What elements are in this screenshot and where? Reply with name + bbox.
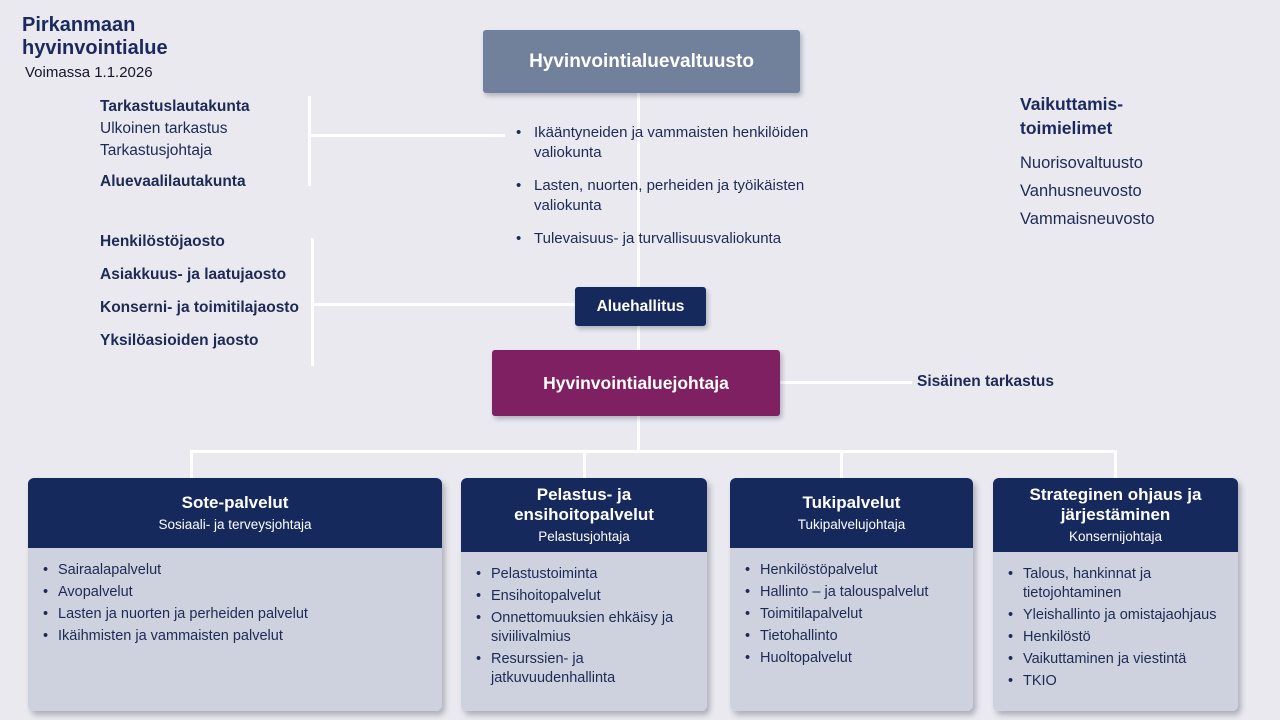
card-item: Talous, hankinnat ja tietojohtaminen (1005, 565, 1230, 603)
node-director-label: Hyvinvointialuejohtaja (543, 372, 729, 393)
influence-item: Vammaisneuvosto (1020, 210, 1155, 228)
validity-date: Voimassa 1.1.2026 (25, 64, 153, 81)
influence-list: Nuorisovaltuusto Vanhusneuvosto Vammaisn… (1020, 149, 1155, 233)
node-council-label: Hyvinvointialuevaltuusto (529, 50, 754, 72)
card-header: Pelastus- ja ensihoitopalvelut Pelastusj… (461, 478, 707, 552)
subcommittee-item: Henkilöstöjaosto (100, 233, 225, 250)
subcommittee-item: Asiakkuus- ja laatujaosto (100, 266, 287, 283)
influence-item: Nuorisovaltuusto (1020, 154, 1143, 172)
connector-director-down (637, 416, 640, 452)
card-item: Avopalvelut (40, 583, 434, 602)
connector-audit-horizontal (308, 134, 505, 137)
card-title: Sote-palvelut (181, 493, 289, 512)
card-item: Ensihoitopalvelut (473, 587, 699, 606)
audit-item: Aluevaalilautakunta (100, 173, 246, 190)
subcommittee-group: Henkilöstöjaosto Asiakkuus- ja laatujaos… (100, 231, 315, 363)
card-strateginen-ohjaus: Strateginen ohjaus ja järjestäminen Kons… (993, 478, 1238, 711)
card-item: Henkilöstö (1005, 628, 1230, 647)
committee-item: Lasten, nuorten, perheiden ja työikäiste… (512, 176, 872, 216)
audit-item: Tarkastusjohtaja (100, 142, 213, 159)
card-item: Onnettomuuksien ehkäisy ja siviilivalmiu… (473, 609, 699, 647)
audit-item: Tarkastuslautakunta (100, 98, 250, 115)
card-title: Pelastus- ja ensihoitopalvelut (514, 485, 654, 524)
card-tukipalvelut: Tukipalvelut Tukipalvelujohtaja Henkilös… (730, 478, 973, 711)
influence-item: Vanhusneuvosto (1020, 182, 1142, 200)
card-item: Henkilöstöpalvelut (742, 561, 965, 580)
card-item: Vaikuttaminen ja viestintä (1005, 650, 1230, 669)
connector-board-director (637, 326, 640, 350)
connector-drop-card-4 (1114, 450, 1117, 478)
influence-title: Vaikuttamis- toimielimet (1020, 92, 1155, 140)
connector-internal-audit (780, 381, 912, 384)
card-pelastus-ensihoito: Pelastus- ja ensihoitopalvelut Pelastusj… (461, 478, 707, 711)
card-item-list: Sairaalapalvelut Avopalvelut Lasten ja n… (40, 561, 434, 646)
audit-group: Tarkastuslautakunta Ulkoinen tarkastus T… (100, 96, 250, 193)
committee-item: Ikääntyneiden ja vammaisten henkilöiden … (512, 123, 872, 163)
influence-title-line1: Vaikuttamis- (1020, 94, 1124, 114)
audit-item: Ulkoinen tarkastus (100, 120, 228, 137)
node-council: Hyvinvointialuevaltuusto (483, 30, 800, 93)
card-item: Tietohallinto (742, 627, 965, 646)
card-item: Toimitilapalvelut (742, 605, 965, 624)
card-subtitle: Pelastusjohtaja (538, 529, 630, 544)
committee-item: Tulevaisuus- ja turvallisuusvaliokunta (512, 229, 872, 249)
connector-distribution (190, 450, 1117, 453)
connector-audit-vertical (308, 96, 311, 186)
card-item: Sairaalapalvelut (40, 561, 434, 580)
card-item: Huoltopalvelut (742, 649, 965, 668)
influence-bodies: Vaikuttamis- toimielimet Nuorisovaltuust… (1020, 92, 1155, 233)
card-item: Lasten ja nuorten ja perheiden palvelut (40, 605, 434, 624)
card-body: Talous, hankinnat ja tietojohtaminen Yle… (993, 552, 1238, 711)
card-item-list: Henkilöstöpalvelut Hallinto – ja talousp… (742, 561, 965, 668)
internal-audit-label: Sisäinen tarkastus (917, 373, 1054, 390)
card-item: Hallinto – ja talouspalvelut (742, 583, 965, 602)
connector-sub-horizontal (311, 303, 575, 306)
connector-drop-card-2 (583, 450, 586, 478)
committee-list: Ikääntyneiden ja vammaisten henkilöiden … (512, 123, 872, 262)
brand-line1: Pirkanmaan (22, 14, 136, 36)
card-title: Strateginen ohjaus ja järjestäminen (1029, 485, 1202, 524)
card-item: TKIO (1005, 672, 1230, 691)
card-body: Pelastustoiminta Ensihoitopalvelut Onnet… (461, 552, 707, 711)
influence-title-line2: toimielimet (1020, 118, 1113, 138)
card-header: Tukipalvelut Tukipalvelujohtaja (730, 478, 973, 548)
card-item-list: Talous, hankinnat ja tietojohtaminen Yle… (1005, 565, 1230, 691)
connector-drop-card-3 (840, 450, 843, 478)
card-sote-palvelut: Sote-palvelut Sosiaali- ja terveysjohtaj… (28, 478, 442, 711)
card-item: Resurssien- ja jatkuvuudenhallinta (473, 650, 699, 688)
card-body: Sairaalapalvelut Avopalvelut Lasten ja n… (28, 548, 442, 711)
subcommittee-item: Konserni- ja toimitilajaosto (100, 299, 299, 316)
card-body: Henkilöstöpalvelut Hallinto – ja talousp… (730, 548, 973, 711)
brand-logo: Pirkanmaan hyvinvointialue (22, 14, 168, 60)
card-item-list: Pelastustoiminta Ensihoitopalvelut Onnet… (473, 565, 699, 688)
brand-line2: hyvinvointialue (22, 37, 168, 59)
card-item: Pelastustoiminta (473, 565, 699, 584)
card-item: Ikäihmisten ja vammaisten palvelut (40, 627, 434, 646)
card-subtitle: Tukipalvelujohtaja (797, 517, 906, 532)
card-subtitle: Konsernijohtaja (1068, 529, 1163, 544)
connector-drop-card-1 (190, 450, 193, 478)
connector-sub-vertical (311, 238, 314, 366)
node-director: Hyvinvointialuejohtaja (492, 350, 780, 416)
card-subtitle: Sosiaali- ja terveysjohtaja (158, 517, 312, 532)
node-board-label: Aluehallitus (596, 297, 685, 315)
card-item: Yleishallinto ja omistajaohjaus (1005, 606, 1230, 625)
card-header: Strateginen ohjaus ja järjestäminen Kons… (993, 478, 1238, 552)
card-header: Sote-palvelut Sosiaali- ja terveysjohtaj… (28, 478, 442, 548)
node-board: Aluehallitus (575, 287, 706, 326)
card-title: Tukipalvelut (802, 493, 901, 512)
subcommittee-item: Yksilöasioiden jaosto (100, 332, 259, 349)
